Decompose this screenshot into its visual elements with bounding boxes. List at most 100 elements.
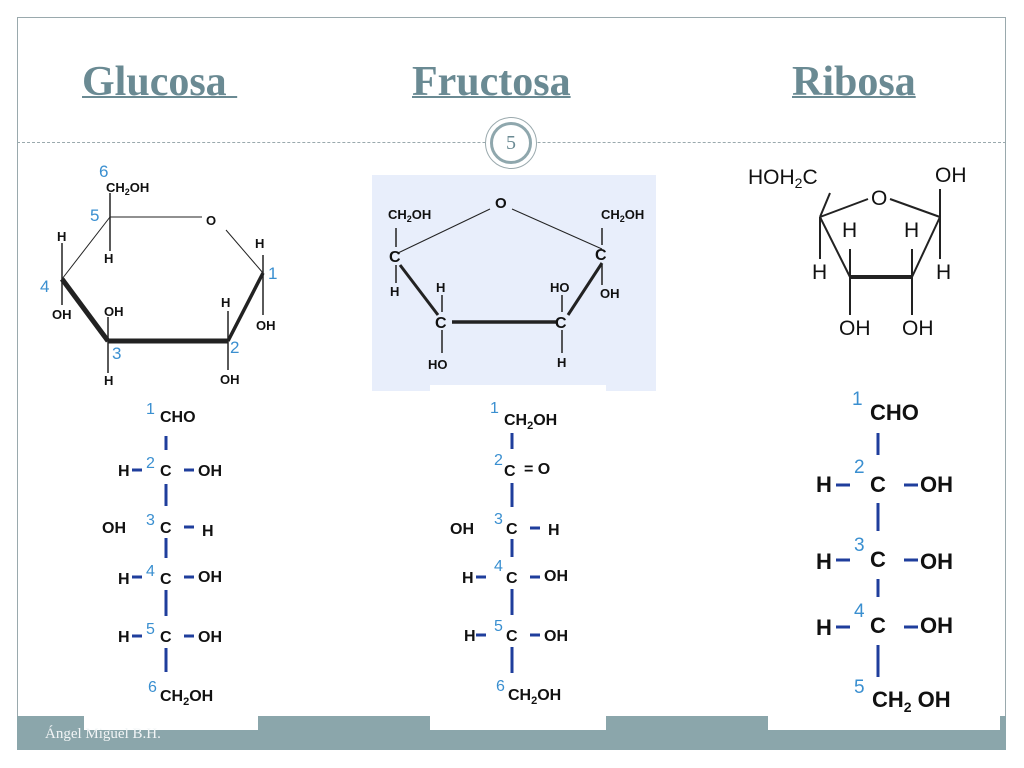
fructose-chain-c3-h: H <box>548 522 560 539</box>
glucose-chain-c5-h: H <box>118 629 130 646</box>
ribose-ring-h-c1: H <box>936 261 951 284</box>
ribose-ring-oh-c2: OH <box>902 317 934 340</box>
fructose-ring-c-bottom-left: C <box>435 315 447 332</box>
glucose-chain-c2-h: H <box>118 463 130 480</box>
slide-number: 5 <box>490 122 532 164</box>
ribose-ring-h-c2: H <box>904 219 919 242</box>
fructose-ring-h-left: H <box>390 284 399 299</box>
glucose-ring-oh-c2: OH <box>220 372 240 387</box>
glucose-ring-h-c2: H <box>221 295 230 310</box>
fructose-chain-c3-oh: OH <box>450 521 474 538</box>
ribose-ring-oxygen: O <box>871 187 887 210</box>
ribose-chain-c2-oh: OH <box>920 472 953 497</box>
glucose-ring-oh-c3: OH <box>104 304 124 319</box>
glucose-ring-h-c1: H <box>255 236 264 251</box>
fructose-ring-ho-bottom-right: HO <box>550 280 570 295</box>
glucose-chain-num-1: 1 <box>146 401 155 418</box>
fructose-chain-num-3: 3 <box>494 511 503 528</box>
fructose-chain-c4: C <box>506 570 518 587</box>
ribose-chain-c4-h: H <box>816 615 832 640</box>
glucose-chain-c6-ch2oh: CH2OH <box>160 688 213 708</box>
ribose-chain-num-1: 1 <box>852 389 863 410</box>
ribose-chain-c2: C <box>870 472 886 497</box>
glucose-ring-num-4: 4 <box>40 277 49 296</box>
ribose-ring-h-c3: H <box>842 219 857 242</box>
fructose-chain-c2: C <box>504 463 516 480</box>
glucose-ring-num-3: 3 <box>112 344 121 363</box>
ribose-chain-c4: C <box>870 613 886 638</box>
glucose-ring-num-2: 2 <box>230 338 239 357</box>
fructose-chain-num-5: 5 <box>494 618 503 635</box>
glucose-chain-c3-h: H <box>202 523 214 540</box>
fructose-ring-oxygen: O <box>495 195 507 212</box>
fructose-ring-c-left: C <box>389 249 401 266</box>
title-glucosa[interactable]: Glucosa <box>82 59 238 105</box>
fructose-chain-c2-carbonyl: = O <box>524 461 550 478</box>
ribose-ring-oh-top-right: OH <box>935 164 967 187</box>
ribose-chain-c3-h: H <box>816 549 832 574</box>
glucose-ring-oh-c4: OH <box>52 307 72 322</box>
glucose-chain-c3: C <box>160 520 172 537</box>
fructose-ring-diagram: O CH2OH CH2OH C C C C H OH H HO HO H <box>372 175 656 391</box>
fructose-chain-num-1: 1 <box>490 400 499 417</box>
fructose-ring-c-bottom-right: C <box>555 315 567 332</box>
ribose-chain-c4-oh: OH <box>920 613 953 638</box>
fructose-chain-c5: C <box>506 628 518 645</box>
fructose-chain-c6-ch2oh: CH2OH <box>508 687 561 707</box>
slide-number-badge: 5 <box>485 117 537 169</box>
glucose-fischer-diagram: CHO H C OH OH C H H C OH H C OH CH2OH 1 … <box>84 388 258 718</box>
glucose-chain-c5: C <box>160 629 172 646</box>
fructose-chain-num-6: 6 <box>496 678 505 695</box>
fructose-chain-c4-oh: OH <box>544 568 568 585</box>
glucose-chain-c4-h: H <box>118 571 130 588</box>
fructose-chain-num-2: 2 <box>494 452 503 469</box>
glucose-ring-oh-c1: OH <box>256 318 276 333</box>
ribose-ring-h-c4: H <box>812 261 827 284</box>
ribose-ring-oh-c3: OH <box>839 317 871 340</box>
glucose-chain-num-5: 5 <box>146 621 155 638</box>
ribose-chain-num-2: 2 <box>854 457 865 478</box>
ribose-chain-c3: C <box>870 547 886 572</box>
fructose-chain-c5-oh: OH <box>544 628 568 645</box>
glucose-chain-c2: C <box>160 463 172 480</box>
title-fructosa[interactable]: Fructosa <box>412 59 571 105</box>
glucose-ring-oxygen: O <box>206 213 216 228</box>
fructose-ring-h-bottom-left: H <box>436 280 445 295</box>
glucose-chain-c4-oh: OH <box>198 569 222 586</box>
fructose-fischer-diagram: CH2OH C = O OH C H H C OH H C OH CH2OH 1… <box>430 385 606 718</box>
glucose-chain-c2-oh: OH <box>198 463 222 480</box>
fructose-ring-c-right: C <box>595 247 607 264</box>
fructose-ring-h-bottom-right: H <box>557 355 566 370</box>
fructose-chain-c4-h: H <box>462 570 474 587</box>
glucose-chain-num-3: 3 <box>146 512 155 529</box>
glucose-ring-h-c5: H <box>104 251 113 266</box>
glucose-ring-num-5: 5 <box>90 206 99 225</box>
glucose-ring-h-c3: H <box>104 373 113 388</box>
glucose-chain-num-6: 6 <box>148 679 157 696</box>
ribose-ring-hoh2c: HOH2C <box>748 166 818 191</box>
fructose-chain-c5-h: H <box>464 628 476 645</box>
fructose-ring-left-ch2oh: CH2OH <box>388 207 431 224</box>
glucose-ring-num-1: 1 <box>268 264 277 283</box>
fructose-ring-right-ch2oh: CH2OH <box>601 207 644 224</box>
ribose-chain-num-5: 5 <box>854 677 865 698</box>
ribose-chain-c1-cho: CHO <box>870 400 919 425</box>
ribose-ring-diagram: HOH2C O OH H H H H OH OH <box>748 164 967 340</box>
ribose-chain-num-4: 4 <box>854 601 865 622</box>
fructose-ring-oh-right: OH <box>600 286 620 301</box>
glucose-chain-c4: C <box>160 571 172 588</box>
glucose-chain-num-2: 2 <box>146 455 155 472</box>
ribose-chain-c3-oh: OH <box>920 549 953 574</box>
glucose-chain-c1-cho: CHO <box>160 409 196 426</box>
fructose-chain-c3: C <box>506 521 518 538</box>
glucose-chain-c5-oh: OH <box>198 629 222 646</box>
glucose-ring-h-c4: H <box>57 229 66 244</box>
glucose-chain-num-4: 4 <box>146 563 155 580</box>
ribose-chain-c2-h: H <box>816 472 832 497</box>
glucose-ring-num-6: 6 <box>99 162 108 181</box>
glucose-chain-c3-oh: OH <box>102 520 126 537</box>
fructose-chain-c1-ch2oh: CH2OH <box>504 412 557 432</box>
title-ribosa[interactable]: Ribosa <box>792 59 916 105</box>
